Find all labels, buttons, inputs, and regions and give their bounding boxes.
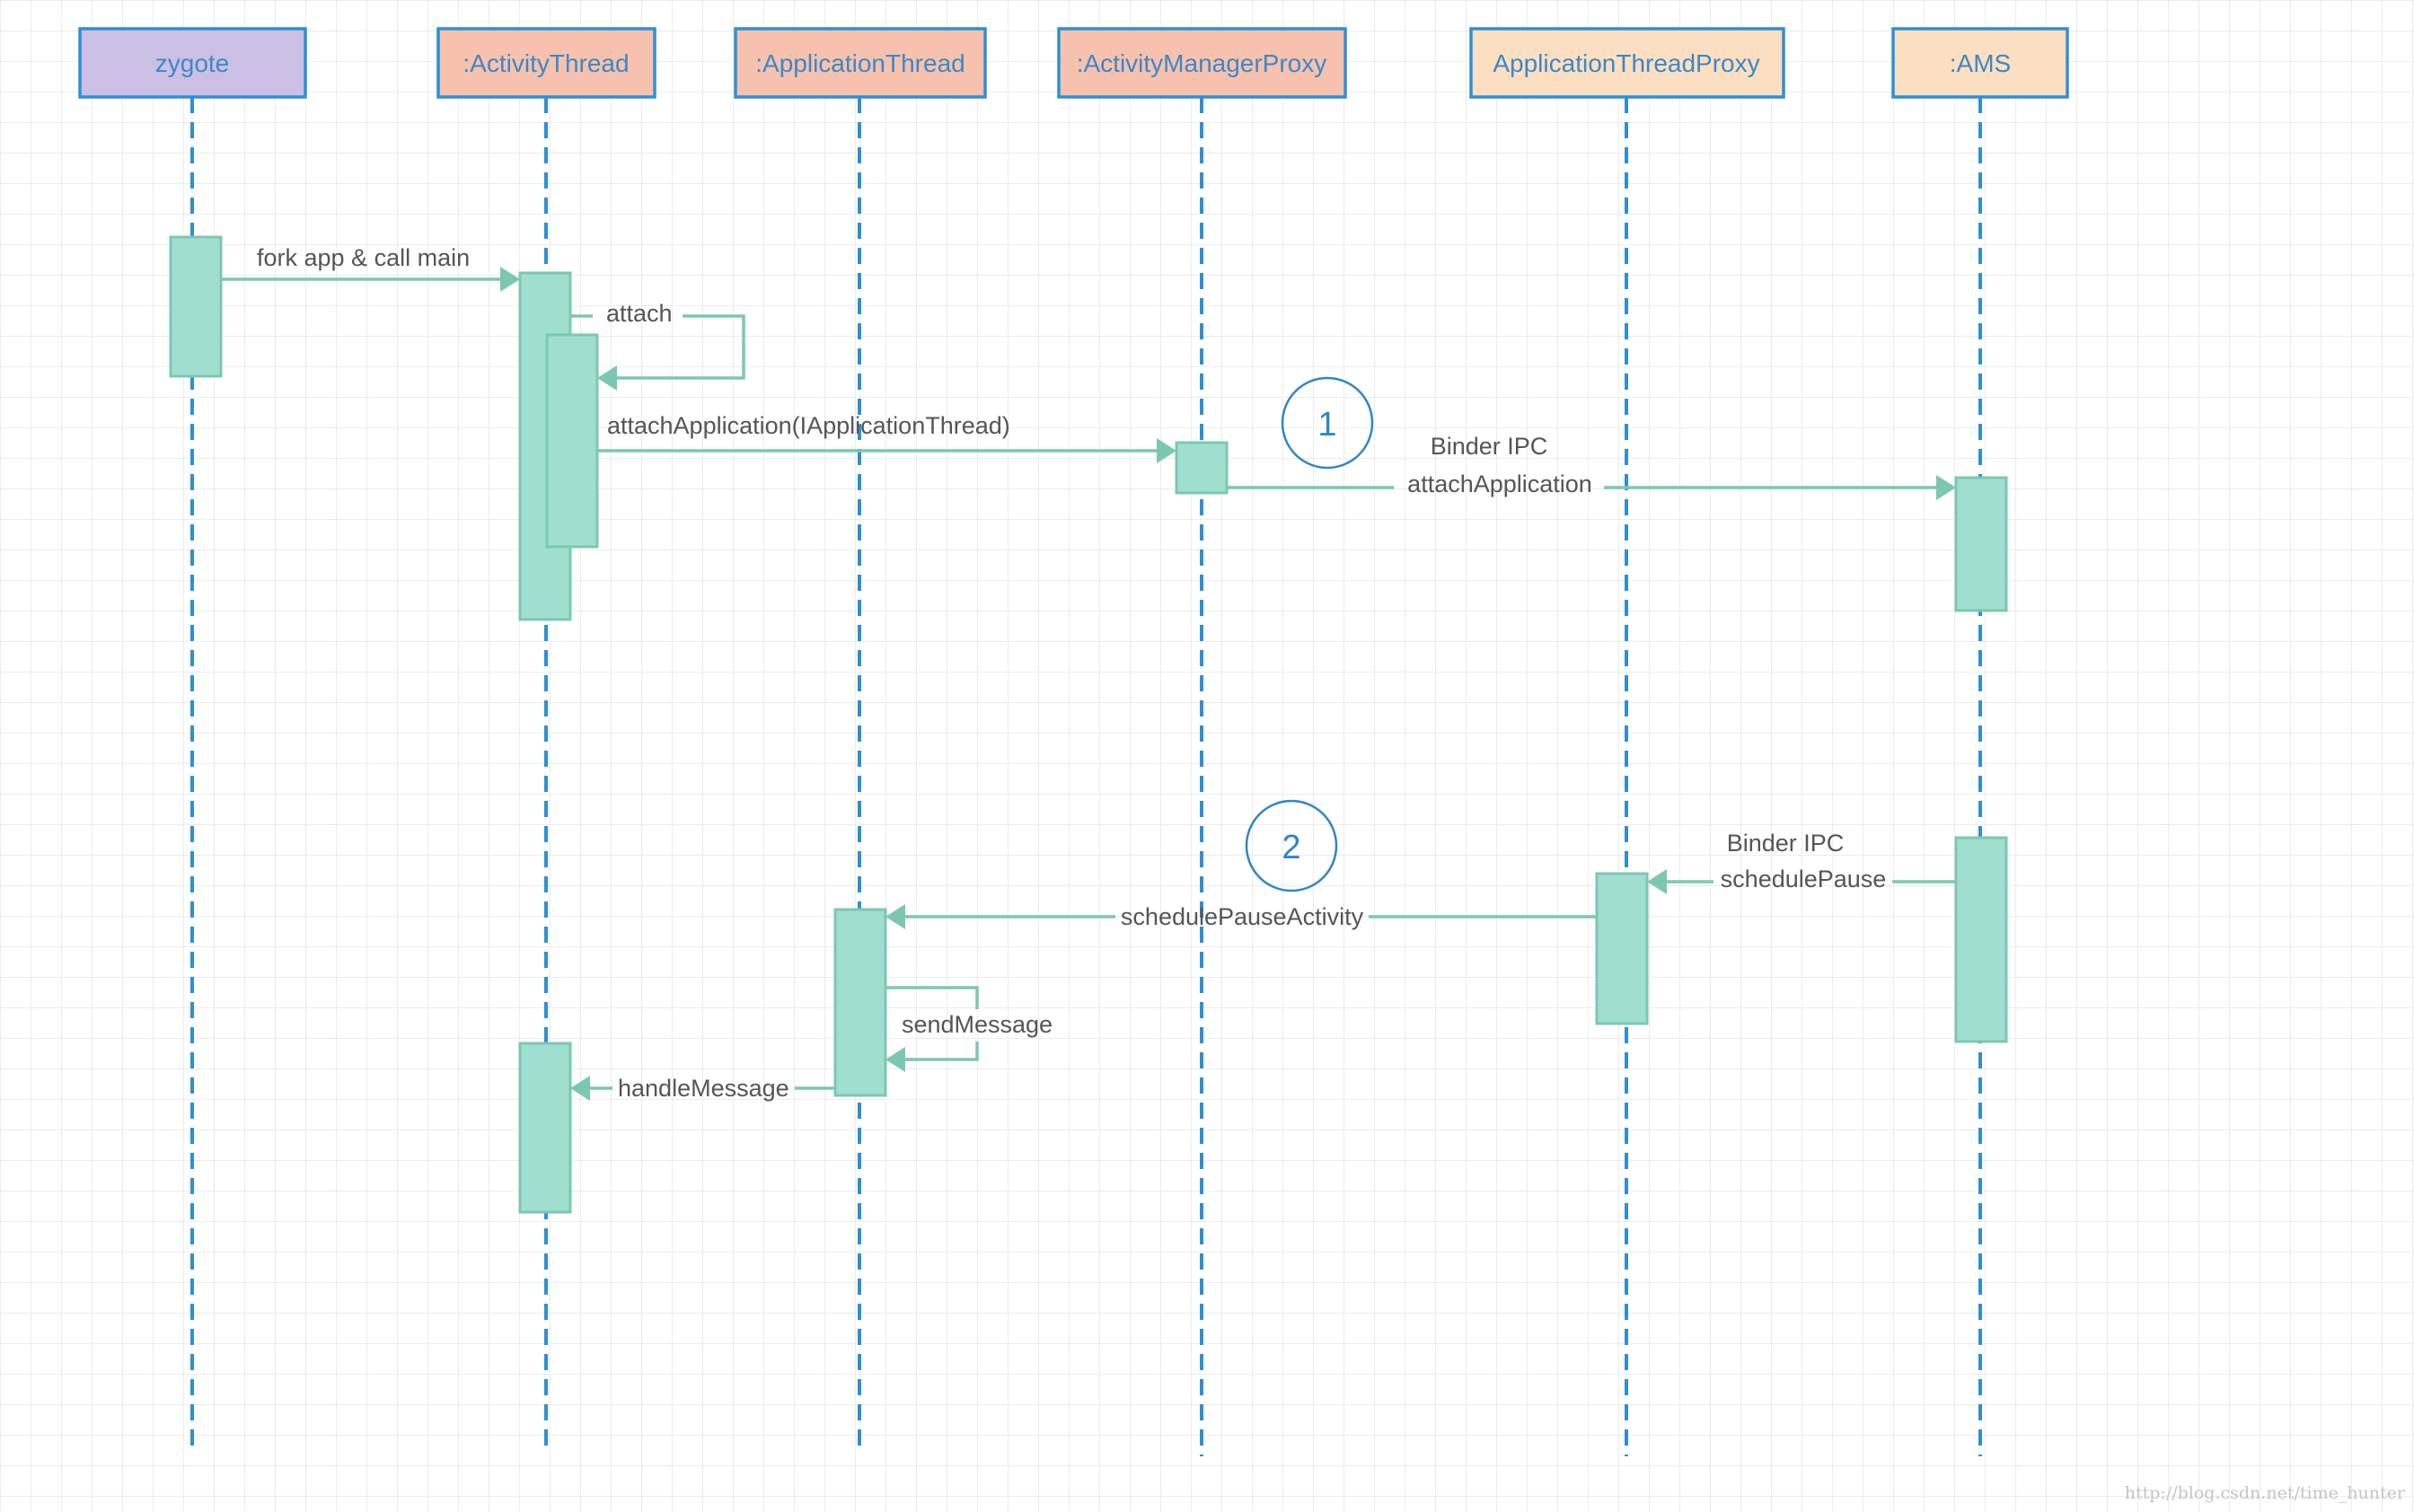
participant-activity-manager-proxy: :ActivityManagerProxy xyxy=(1057,27,1347,99)
participant-label: :AMS xyxy=(1950,49,2011,77)
participant-box xyxy=(436,27,656,99)
message-attach: attach xyxy=(571,300,745,391)
message-label: attachApplication(IApplicationThread) xyxy=(607,412,1010,439)
participant-application-thread-proxy: ApplicationThreadProxy xyxy=(1469,27,1785,99)
participant-box xyxy=(1057,27,1347,99)
participant-application-thread: :ApplicationThread xyxy=(734,27,987,99)
message-label-binder: Binder IPC xyxy=(1727,830,1845,857)
step-marker-2: 2 xyxy=(1245,799,1338,892)
watermark: http://blog.csdn.net/time_hunter xyxy=(2124,1483,2405,1503)
step-number: 2 xyxy=(1282,829,1300,866)
message-schedule-pause: Binder IPC schedulePause xyxy=(1647,830,1956,894)
activation-activity-thread-attach xyxy=(545,333,599,549)
participant-zygote: zygote xyxy=(78,27,307,99)
activation-ams-attach xyxy=(1954,476,2008,612)
arrowhead xyxy=(885,1047,905,1072)
participant-activity-thread: :ActivityThread xyxy=(436,27,656,99)
message-send-message: sendMessage xyxy=(885,986,1053,1072)
message-fork: fork app & call main xyxy=(221,244,520,292)
arrowhead xyxy=(570,1076,590,1101)
message-handle-message: handleMessage xyxy=(570,1075,835,1102)
participant-label: zygote xyxy=(155,49,230,77)
message-label-binder: Binder IPC xyxy=(1431,433,1548,460)
participant-box xyxy=(734,27,987,99)
message-label: attachApplication xyxy=(1407,470,1592,497)
activation-application-thread xyxy=(833,908,887,1097)
message-attach-application-local: attachApplication(IApplicationThread) xyxy=(597,412,1176,463)
participant-label: :ApplicationThread xyxy=(755,49,965,77)
participant-box xyxy=(78,27,307,99)
message-label: handleMessage xyxy=(618,1075,789,1102)
message-label: attach xyxy=(606,300,673,327)
participant-box xyxy=(1469,27,1785,99)
step-marker-1: 1 xyxy=(1281,376,1374,470)
participant-label: :ActivityThread xyxy=(463,49,629,77)
arrowhead xyxy=(885,904,905,929)
arrowhead xyxy=(1647,869,1667,894)
activation-activity-thread-handle xyxy=(518,1042,572,1214)
message-schedule-pause-activity: schedulePauseActivity xyxy=(885,903,1597,930)
step-number: 1 xyxy=(1317,406,1336,444)
participant-label: :ActivityManagerProxy xyxy=(1077,49,1327,77)
activation-activity-manager-proxy xyxy=(1175,441,1229,495)
arrowhead xyxy=(1157,438,1176,463)
activation-ams-pause xyxy=(1954,836,2008,1043)
arrowhead xyxy=(1936,475,1956,500)
participant-box xyxy=(1891,27,2069,99)
arrowhead xyxy=(500,267,520,292)
message-label: schedulePause xyxy=(1721,866,1887,892)
activation-zygote xyxy=(169,235,223,378)
participant-label: ApplicationThreadProxy xyxy=(1493,49,1759,77)
participant-ams: :AMS xyxy=(1891,27,2069,99)
message-label: fork app & call main xyxy=(257,244,470,271)
arrowhead xyxy=(597,365,617,391)
message-attach-application-remote: Binder IPC attachApplication xyxy=(1227,433,1956,500)
message-label: schedulePauseActivity xyxy=(1121,903,1364,930)
activation-application-thread-proxy xyxy=(1595,872,1649,1025)
message-label: sendMessage xyxy=(902,1011,1053,1038)
